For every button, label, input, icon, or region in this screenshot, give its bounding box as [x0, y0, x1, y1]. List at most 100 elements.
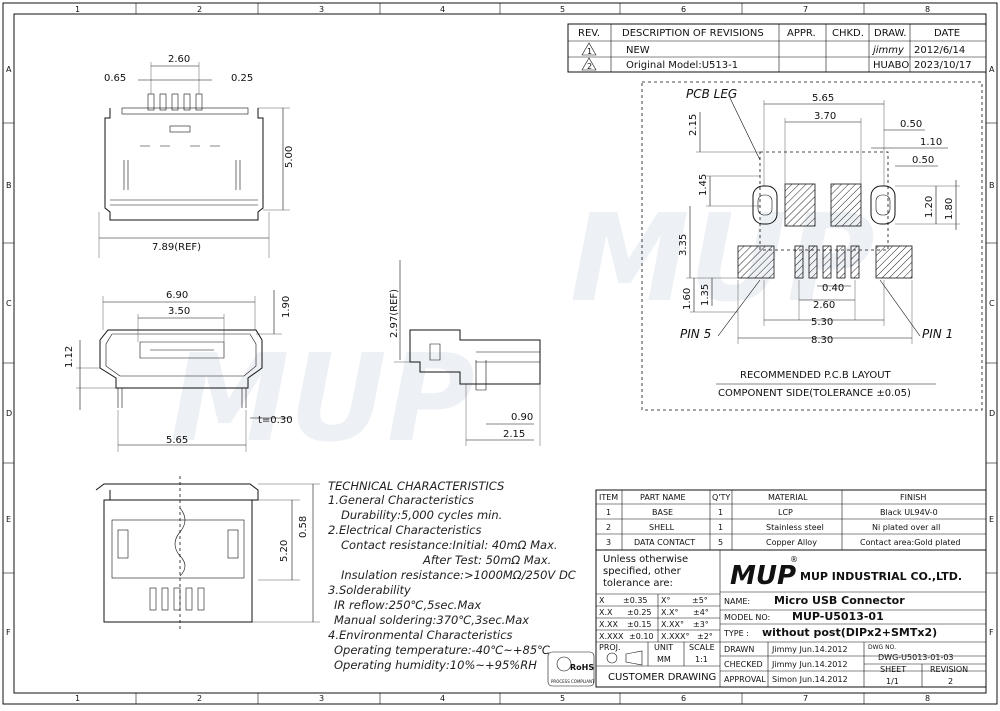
tol-val: ±0.15: [627, 620, 652, 629]
dim-0-25: 0.25: [231, 73, 253, 84]
dim-5-65: 5.65: [166, 435, 188, 446]
bom-cell: 1: [606, 508, 611, 517]
tech-line: 3.Solderability: [328, 583, 411, 597]
model-label: MODEL NO:: [724, 613, 770, 622]
inner-frame: [13, 13, 987, 694]
row-label: E: [989, 515, 994, 524]
col-label: 7: [803, 5, 808, 14]
pcb-subtitle: COMPONENT SIDE(TOLERANCE ±0.05): [718, 388, 911, 399]
grid-markers: [3, 3, 997, 704]
tol-key: X.X: [599, 608, 613, 617]
rev-triangle: [581, 57, 597, 71]
projection-cone-icon: [625, 650, 643, 666]
tech-line: Operating humidity:10%~+95%RH: [334, 658, 537, 672]
tol-key: X: [599, 596, 605, 605]
tol-key: X.XX: [599, 620, 619, 629]
dim-p-0-50: 0.50: [900, 119, 922, 130]
col-label: 6: [681, 5, 686, 14]
col-label: 6: [681, 694, 686, 703]
rohs-badge: RoHS PROCESS COMPLIANT: [547, 651, 595, 687]
dim-p-1-35: 1.35: [700, 284, 711, 306]
unit-label: UNIT: [654, 643, 673, 652]
row-label: A: [989, 65, 995, 74]
dim-p-1-10: 1.10: [920, 137, 942, 148]
row-label: B: [989, 181, 995, 190]
tech-line: IR reflow:250℃,5sec.Max: [334, 598, 481, 612]
row-label: A: [6, 65, 12, 74]
col-label: 1: [75, 694, 80, 703]
unit-value: MM: [657, 655, 671, 664]
row-label: C: [989, 299, 995, 308]
bom-header: PART NAME: [640, 493, 686, 502]
dwg-number: DWG-U5013-01-03: [878, 653, 954, 662]
rev-header: REV.: [578, 28, 600, 39]
tol-key: X.XXX: [599, 632, 624, 641]
approval-label: APPROVAL: [724, 675, 766, 684]
bom-cell: DATA CONTACT: [634, 538, 695, 547]
type-value: without post(DIPx2+SMTx2): [762, 626, 937, 639]
dim-p-1-20: 1.20: [924, 196, 935, 218]
rev-draw: jimmy: [871, 45, 905, 56]
rev-date: 2023/10/17: [914, 60, 972, 71]
tech-characteristics: TECHNICAL CHARACTERISTICS 1.General Char…: [328, 479, 576, 672]
model-number: MUP-U5013-01: [792, 610, 884, 623]
dim-p-1-60: 1.60: [682, 288, 693, 310]
dim-p-3-70: 3.70: [814, 111, 836, 122]
rohs-leaf-icon: [556, 656, 572, 672]
projection-symbol-icon: [606, 652, 618, 664]
row-label: C: [6, 299, 12, 308]
unless-line: tolerance are:: [603, 578, 673, 589]
col-label: 5: [560, 694, 565, 703]
tech-title: TECHNICAL CHARACTERISTICS: [328, 479, 504, 493]
tech-line: 4.Environmental Characteristics: [328, 628, 513, 642]
col-label: 7: [803, 694, 808, 703]
side-view: [394, 260, 541, 446]
bom-cell: 3: [606, 538, 611, 547]
dim-p-2-60: 2.60: [813, 300, 835, 311]
bom-cell: LCP: [778, 508, 793, 517]
tech-line: Insulation resistance:>1000MΩ/250V DC: [341, 568, 576, 582]
rev-desc: Original Model:U513-1: [626, 60, 738, 71]
tol-val: ±3°: [693, 620, 709, 629]
dim-p-2-15: 2.15: [688, 114, 699, 136]
col-label: 2: [197, 5, 202, 14]
dim-p-5-30: 5.30: [811, 317, 833, 328]
bom-table: ITEM PART NAME Q'TY MATERIAL FINISH 1 BA…: [595, 489, 987, 551]
bom-cell: Black UL94V-0: [880, 508, 938, 517]
drawn-value: Jimmy Jun.14.2012: [771, 645, 848, 654]
col-label: 2: [197, 694, 202, 703]
row-label: F: [6, 628, 11, 637]
tol-val: ±0.10: [629, 632, 654, 641]
bom-cell: Contact area:Gold plated: [860, 538, 960, 547]
dim-3-50: 3.50: [168, 306, 190, 317]
dim-p-1-80: 1.80: [944, 198, 955, 220]
bom-header: Q'TY: [712, 493, 730, 502]
title-block: Unless otherwise specified, other tolera…: [595, 549, 987, 688]
grid-labels: 1 2 3 4 5 6 7 8 1 2 3 4 5 6 7 8 A B C D …: [6, 5, 995, 703]
dim-5-00: 5.00: [284, 146, 295, 168]
tol-val: ±0.35: [623, 596, 648, 605]
col-label: 4: [440, 5, 445, 14]
name-label: NAME:: [724, 597, 750, 606]
bom-cell: 1: [718, 523, 723, 532]
customer-drawing: CUSTOMER DRAWING: [608, 672, 716, 683]
type-label: TYPE :: [723, 629, 749, 638]
dim-p-3-35: 3.35: [678, 234, 689, 256]
dim-1-90: 1.90: [281, 296, 292, 318]
rev-triangle: [581, 42, 597, 56]
bom-cell: SHELL: [649, 523, 675, 532]
rev-number: 2: [587, 62, 592, 71]
rev-number: 1: [587, 47, 592, 56]
rev-date: 2012/6/14: [914, 45, 965, 56]
face-view: [76, 290, 292, 452]
col-label: 4: [440, 694, 445, 703]
bom-cell: 2: [606, 523, 611, 532]
date-header: DATE: [934, 28, 960, 39]
row-label: D: [989, 409, 995, 418]
dim-2-60: 2.60: [168, 54, 190, 65]
col-label: 5: [560, 5, 565, 14]
approval-value: Simon Jun.14.2012: [772, 675, 848, 684]
pcb-layout: [641, 81, 983, 411]
dim-2-15: 2.15: [503, 429, 525, 440]
